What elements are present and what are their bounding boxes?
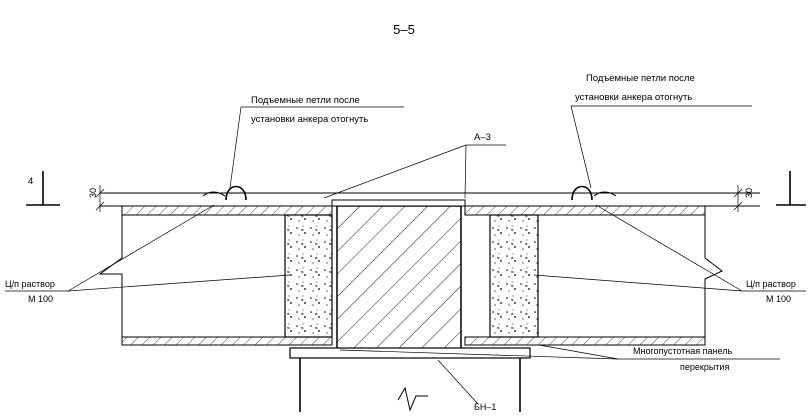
svg-text:установки анкера отогнуть: установки анкера отогнуть [251,114,368,125]
svg-text:установки анкера отогнуть: установки анкера отогнуть [575,92,692,103]
svg-text:Ц/п раствор: Ц/п раствор [5,279,55,289]
label-beam-bn1: БН–1 [437,359,496,412]
note-lifting-loop-left: Подъемные петли после установки анкера о… [229,95,404,189]
note-hollow-panel: Многопустотная панель перекрытия [339,344,780,372]
svg-text:БН–1: БН–1 [474,402,496,412]
svg-text:Ц/п раствор: Ц/п раствор [746,279,796,289]
beam-bn1 [289,347,531,412]
svg-text:4: 4 [28,176,33,187]
note-mortar-left: Ц/п раствор М 100 [5,204,291,304]
svg-text:30: 30 [744,188,754,198]
lifting-loop-left [202,185,247,201]
svg-text:Многопустотная панель: Многопустотная панель [633,346,732,356]
section-title: 5–5 [393,22,415,37]
lifting-loop-right [571,185,617,201]
concrete-fill-right [489,214,539,338]
svg-text:Подъемные петли после: Подъемные петли после [586,73,695,84]
section-marker-left: 4 [26,171,60,206]
svg-text:А–3: А–3 [474,132,491,143]
svg-text:перекрытия: перекрытия [680,362,729,372]
section-marker-right [776,171,806,206]
dimension-right: 30 [733,185,754,212]
central-joint-hatched [336,205,462,353]
svg-text:Подъемные петли после: Подъемные петли после [251,95,360,106]
svg-text:М 100: М 100 [766,294,791,304]
note-lifting-loop-right: Подъемные петли после установки анкера о… [570,73,752,189]
svg-text:М 100: М 100 [28,294,53,304]
dimension-left: 30 [88,185,105,212]
note-mortar-right: Ц/п раствор М 100 [533,204,806,304]
label-anchor-a3: А–3 [323,132,506,199]
svg-text:30: 30 [88,188,98,198]
break-line-right [704,206,723,345]
anchor-plate [331,199,466,207]
concrete-fill-left [284,214,333,338]
break-line-left [98,206,123,345]
